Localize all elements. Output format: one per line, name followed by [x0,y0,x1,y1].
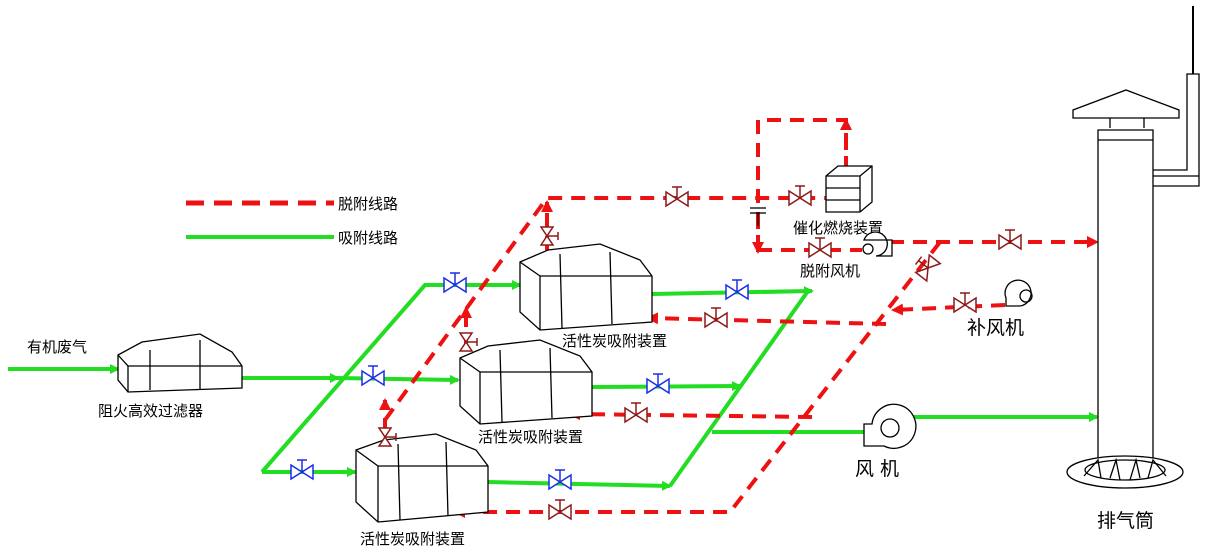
valve-red-return-top [704,307,728,329]
red-valves [377,185,1022,521]
valve-red-riser-3 [377,427,397,447]
legend: 脱附线路 吸附线路 [186,195,398,247]
legend-adsorption-label: 吸附线路 [338,229,398,247]
valve-blue-6 [548,469,572,491]
valve-red-diagonal [914,253,942,283]
main-fan-label: 风 机 [855,458,899,480]
valve-red-collector [665,186,689,208]
catalytic-combustion-unit: 催化燃烧装置 [793,165,883,237]
carbon-unit-mid: 活性炭吸附装置 [459,339,593,446]
valve-red-stack [998,229,1022,251]
valve-red-riser-2 [458,332,478,352]
catalytic-combustion-label: 催化燃烧装置 [793,219,883,237]
exhaust-stack-label: 排气筒 [1097,510,1154,532]
desorption-lines [379,118,1099,518]
exhaust-stack: 排气筒 [1066,6,1200,532]
valve-red-desorb-fan [808,237,832,259]
outlet-bottom [487,480,672,491]
organic-waste-gas-label: 有机废气 [27,338,87,356]
exchanger-symbol [750,207,766,226]
blue-valves [290,272,749,491]
return-top [646,312,887,326]
valve-blue-3 [290,459,314,481]
valve-red-makeup [953,292,977,314]
valve-blue-2 [361,365,385,387]
return-mid [568,408,813,421]
flame-filter-label: 阻火高效过滤器 [98,402,203,420]
desorption-fan-label: 脱附风机 [800,262,860,280]
inlet-manifold [260,280,522,474]
valve-red-riser-1 [539,226,559,246]
carbon-unit-1-label: 活性炭吸附装置 [562,332,667,350]
desorption-fan: 脱附风机 [800,231,893,280]
desorb-collector [383,196,832,422]
valve-red-return-bottom [548,499,572,521]
valve-red-return-mid [624,402,648,424]
valve-red-combustion-in [788,185,812,207]
valve-blue-5 [646,373,670,395]
carbon-unit-bottom: 活性炭吸附装置 [355,433,489,548]
carbon-unit-2-label: 活性炭吸附装置 [478,428,583,446]
makeup-air-fan: 补风机 [967,279,1033,339]
valve-blue-1 [443,272,467,294]
carbon-unit-top: 活性炭吸附装置 [519,243,667,350]
valve-blue-4 [725,279,749,301]
outlet-collector [668,289,810,488]
flame-filter: 阻火高效过滤器 [98,333,243,420]
carbon-unit-3-label: 活性炭吸附装置 [360,530,465,548]
legend-desorption-label: 脱附线路 [338,195,398,213]
makeup-fan-label: 补风机 [967,317,1024,339]
makeup-air-line [891,303,1006,316]
main-fan: 风 机 [855,403,917,480]
inlet-branch-mid [337,374,460,385]
